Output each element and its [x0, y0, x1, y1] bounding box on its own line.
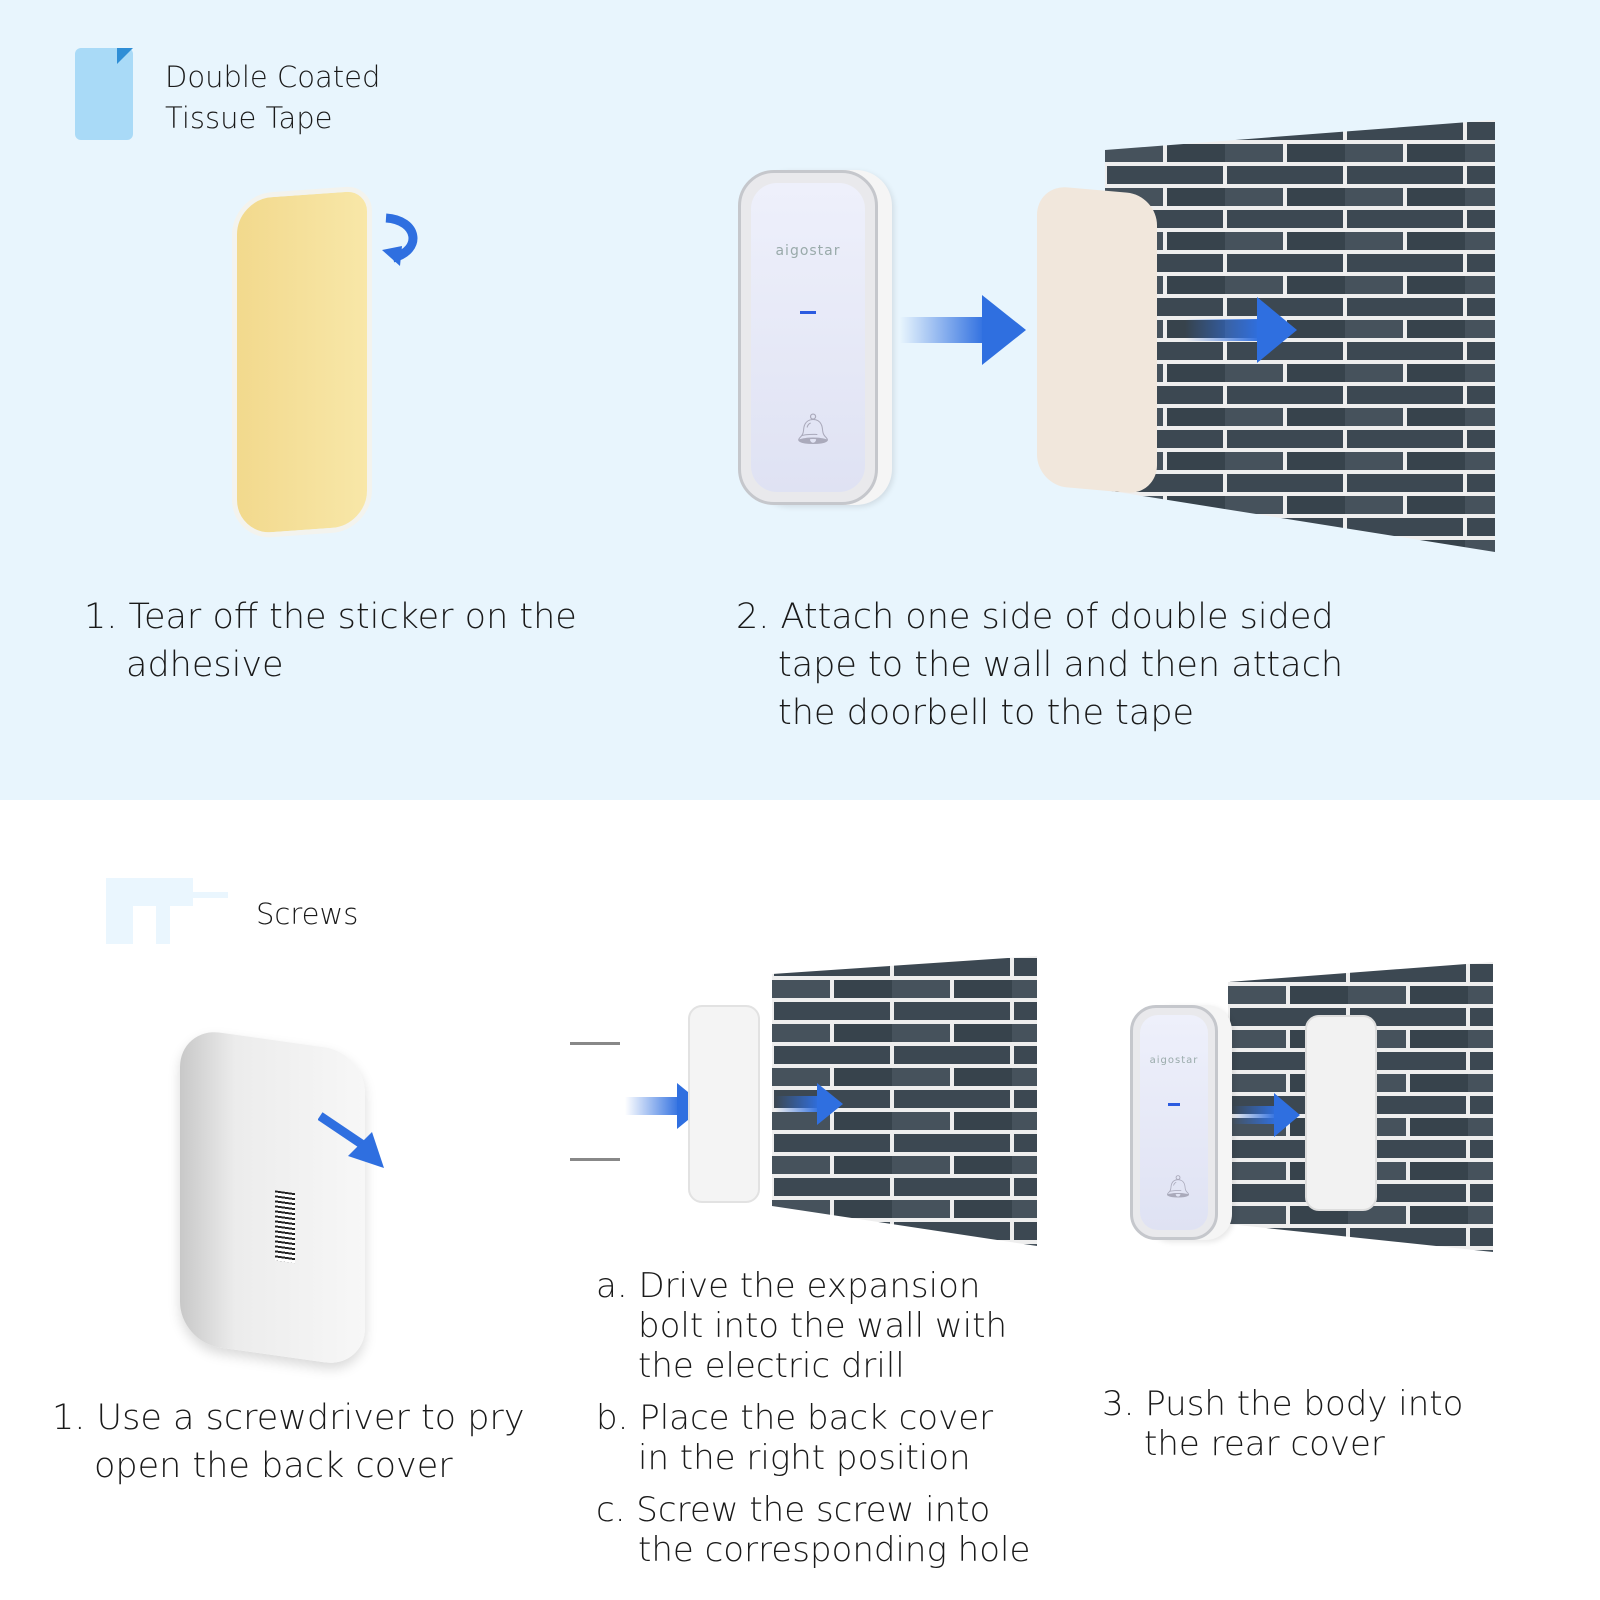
legend-line: Double Coated	[165, 60, 381, 94]
brand-logo: aigostar	[775, 243, 841, 259]
step-text: open the back cover	[94, 1446, 453, 1486]
step-text: 2. Attach one side of double sided	[736, 597, 1334, 637]
back-cover-image	[688, 1005, 760, 1203]
step-text: bolt into the wall with	[638, 1306, 1007, 1346]
drill-icon	[106, 878, 228, 944]
tape-legend-label: Double Coated Tissue Tape	[165, 57, 380, 139]
step-text: 1. Tear off the sticker on the	[84, 597, 577, 637]
step-text: 1. Use a screwdriver to pry	[52, 1398, 525, 1438]
top-step-1: 1. Tear off the sticker on the adhesive	[84, 593, 577, 689]
brick-wall-image	[1105, 120, 1495, 552]
arrow-right-icon	[900, 295, 1026, 365]
top-step-2: 2. Attach one side of double sided tape …	[736, 593, 1343, 737]
doorbell-image: aigostar 🔔︎	[1130, 1005, 1218, 1240]
led-indicator	[800, 311, 816, 314]
step-text: adhesive	[126, 645, 284, 685]
doorbell-image: aigostar 🔔︎	[738, 170, 878, 505]
mounted-back-cover-image	[1305, 1015, 1377, 1211]
bottom-step-3: 3. Push the body into the rear cover	[1102, 1384, 1463, 1464]
step-text: the doorbell to the tape	[778, 693, 1195, 733]
peel-arrow-icon	[382, 213, 418, 266]
bell-icon: 🔔︎	[1164, 1175, 1192, 1200]
bottom-step-1: 1. Use a screwdriver to pry open the bac…	[52, 1394, 525, 1490]
arrow-diagonal-icon	[318, 1112, 384, 1168]
doorbell-back-image	[180, 1027, 365, 1368]
brand-logo: aigostar	[1149, 1055, 1199, 1066]
step-text: in the right position	[638, 1438, 971, 1478]
tape-sheet-icon	[75, 48, 133, 140]
screws-legend-label: Screws	[256, 897, 359, 931]
bell-icon: 🔔︎	[794, 412, 833, 447]
arrow-right-icon	[775, 1083, 843, 1125]
step-text: the rear cover	[1144, 1424, 1385, 1464]
step-text: the corresponding hole	[638, 1530, 1031, 1570]
step-text: tape to the wall and then attach	[778, 645, 1344, 685]
screw-image	[570, 1042, 620, 1045]
led-indicator	[1168, 1103, 1180, 1106]
bottom-step-a: a. Drive the expansion bolt into the wal…	[596, 1266, 1007, 1386]
adhesive-sticker-image	[232, 185, 372, 540]
step-text: b. Place the back cover	[596, 1398, 994, 1438]
step-text: 3. Push the body into	[1102, 1384, 1464, 1424]
arrow-right-icon	[1232, 1093, 1300, 1137]
step-text: c. Screw the screw into	[596, 1490, 991, 1530]
step-text: the electric drill	[638, 1346, 905, 1386]
screw-image	[570, 1158, 620, 1161]
barcode	[275, 1190, 295, 1264]
double-sided-tape-image	[1037, 184, 1157, 496]
step-text: a. Drive the expansion	[596, 1266, 981, 1306]
brick-wall-image	[772, 956, 1037, 1246]
bottom-step-c: c. Screw the screw into the correspondin…	[596, 1490, 1030, 1570]
bottom-step-b: b. Place the back cover in the right pos…	[596, 1398, 993, 1478]
arrow-right-icon	[1185, 297, 1297, 363]
legend-line: Tissue Tape	[165, 101, 333, 135]
